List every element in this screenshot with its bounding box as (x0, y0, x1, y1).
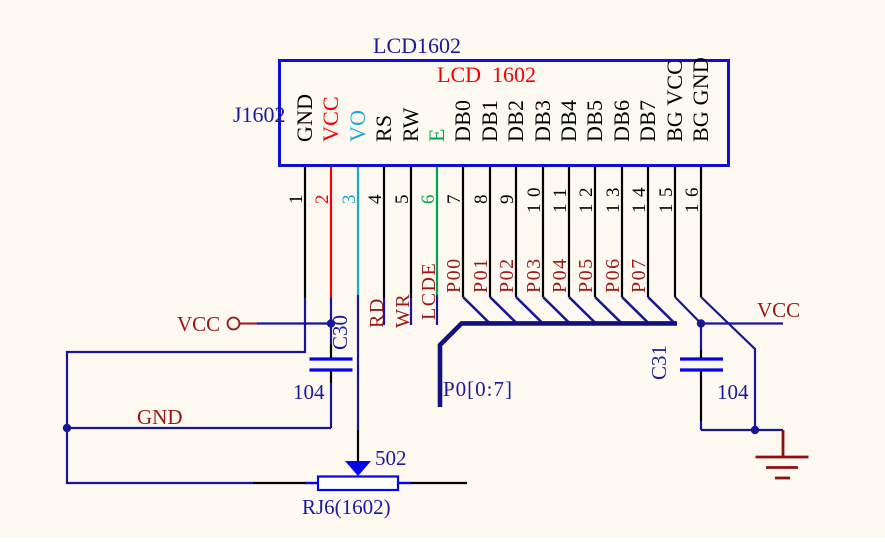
c31-value: 104 (717, 380, 749, 404)
pin9-number: 9 (497, 188, 518, 204)
p04-label: P04 (549, 257, 571, 293)
pin7-number: 7 (444, 188, 465, 204)
pot-value: 502 (375, 446, 407, 470)
p05-label: P05 (575, 257, 597, 293)
pin8-name: DB1 (477, 100, 502, 142)
pin2-number: 2 (312, 188, 333, 204)
ground-symbol (755, 430, 809, 480)
junction-vcc-left (326, 319, 336, 328)
bus-entry-p02 (515, 296, 544, 324)
pin15-name: BG VCC (662, 60, 687, 142)
pin13-number: 13 (603, 181, 624, 213)
p01-label: P01 (470, 257, 492, 293)
component-leads (253, 344, 703, 485)
pin11-number: 11 (550, 182, 571, 213)
vcc-port-left: VCC (177, 312, 257, 336)
c30-value: 104 (293, 380, 325, 404)
bus-entry-p00 (462, 296, 491, 324)
pin14-number: 14 (629, 181, 650, 213)
vcc-right-label: VCC (757, 298, 800, 322)
pin6-number: 6 (418, 188, 439, 204)
pin14-name: DB7 (635, 100, 660, 142)
bus-entry-p04 (568, 296, 597, 324)
pot-refdes: RJ6(1602) (302, 495, 391, 519)
p06-label: P06 (602, 257, 624, 293)
junction-vcc-right (696, 319, 706, 328)
p02-label: P02 (496, 257, 518, 293)
lcd1602-connector-box (278, 59, 730, 167)
pin16-name: BG GND (688, 57, 713, 142)
pin5-number: 5 (392, 188, 413, 204)
gnd-left-label: GND (137, 405, 183, 429)
pin-numbers: 1 2 3 4 5 6 7 8 9 10 11 12 13 14 15 16 (286, 181, 703, 213)
vcc-left-label: VCC (177, 312, 220, 336)
pin4-number: 4 (365, 188, 386, 204)
pin16-number: 16 (682, 181, 703, 213)
pin3-name: VO (345, 110, 370, 142)
junction-dots (62, 319, 760, 435)
junction-gnd-left (62, 423, 72, 433)
pin12-number: 12 (576, 181, 597, 213)
pin11-name: DB4 (556, 100, 581, 142)
pin6-name: E (424, 128, 449, 142)
bus-entry-p01 (489, 296, 518, 324)
pin16-net-wire (700, 296, 757, 430)
pot-wiper-arrow (345, 461, 371, 476)
bus-label: P0[0:7] (443, 377, 513, 401)
pin12-name: DB5 (582, 100, 607, 142)
pin-wires (303, 167, 703, 298)
potentiometer-rj6: 502 RJ6(1602) (302, 446, 411, 519)
gnd-net-wire (65, 298, 307, 485)
pin10-number: 10 (524, 181, 545, 213)
net-wires (65, 295, 783, 485)
pin2-name: VCC (318, 96, 343, 142)
capacitor-c31: C31 104 (647, 345, 749, 404)
lcde-label: LCDE (418, 262, 440, 320)
pin15-number: 15 (656, 181, 677, 213)
connector-refdes: J1602 (233, 102, 286, 127)
bus-entry-p06 (621, 296, 650, 324)
p03-label: P03 (523, 257, 545, 293)
wr-label: WR (392, 293, 414, 328)
pin7-name: DB0 (450, 100, 475, 142)
pot-body (316, 475, 400, 492)
rd-label: RD (366, 297, 388, 328)
bus-entry-p03 (542, 296, 571, 324)
p0-bus (437, 321, 677, 407)
connector-subtitle: LCD 1602 (437, 62, 536, 87)
c30-refdes: C30 (328, 315, 352, 350)
pin3-number: 3 (339, 188, 360, 204)
net-labels: RD WR LCDE P00 P01 P02 P03 P04 P05 P06 P… (366, 257, 650, 328)
bus-entries (462, 296, 676, 324)
pin-names: GND VCC VO RS RW E DB0 DB1 DB2 DB3 DB4 D… (292, 57, 713, 142)
pin8-number: 8 (471, 188, 492, 204)
pin1-name: GND (292, 94, 317, 142)
pin10-name: DB3 (530, 100, 555, 142)
pin1-number: 1 (286, 188, 307, 204)
pin15-net-wire (674, 296, 702, 325)
bus-entry-p07 (647, 296, 676, 324)
capacitor-c30: C30 104 (293, 315, 353, 404)
connector-title: LCD1602 (373, 33, 461, 58)
junction-gnd-right (750, 425, 760, 435)
bus-entry-p05 (594, 296, 623, 324)
pin9-name: DB2 (503, 100, 528, 142)
pin13-name: DB6 (609, 100, 634, 142)
pin5-name: RW (398, 107, 423, 142)
c31-refdes: C31 (647, 345, 671, 380)
p07-label: P07 (628, 257, 650, 293)
pin4-name: RS (371, 115, 396, 142)
p00-label: P00 (443, 257, 465, 293)
